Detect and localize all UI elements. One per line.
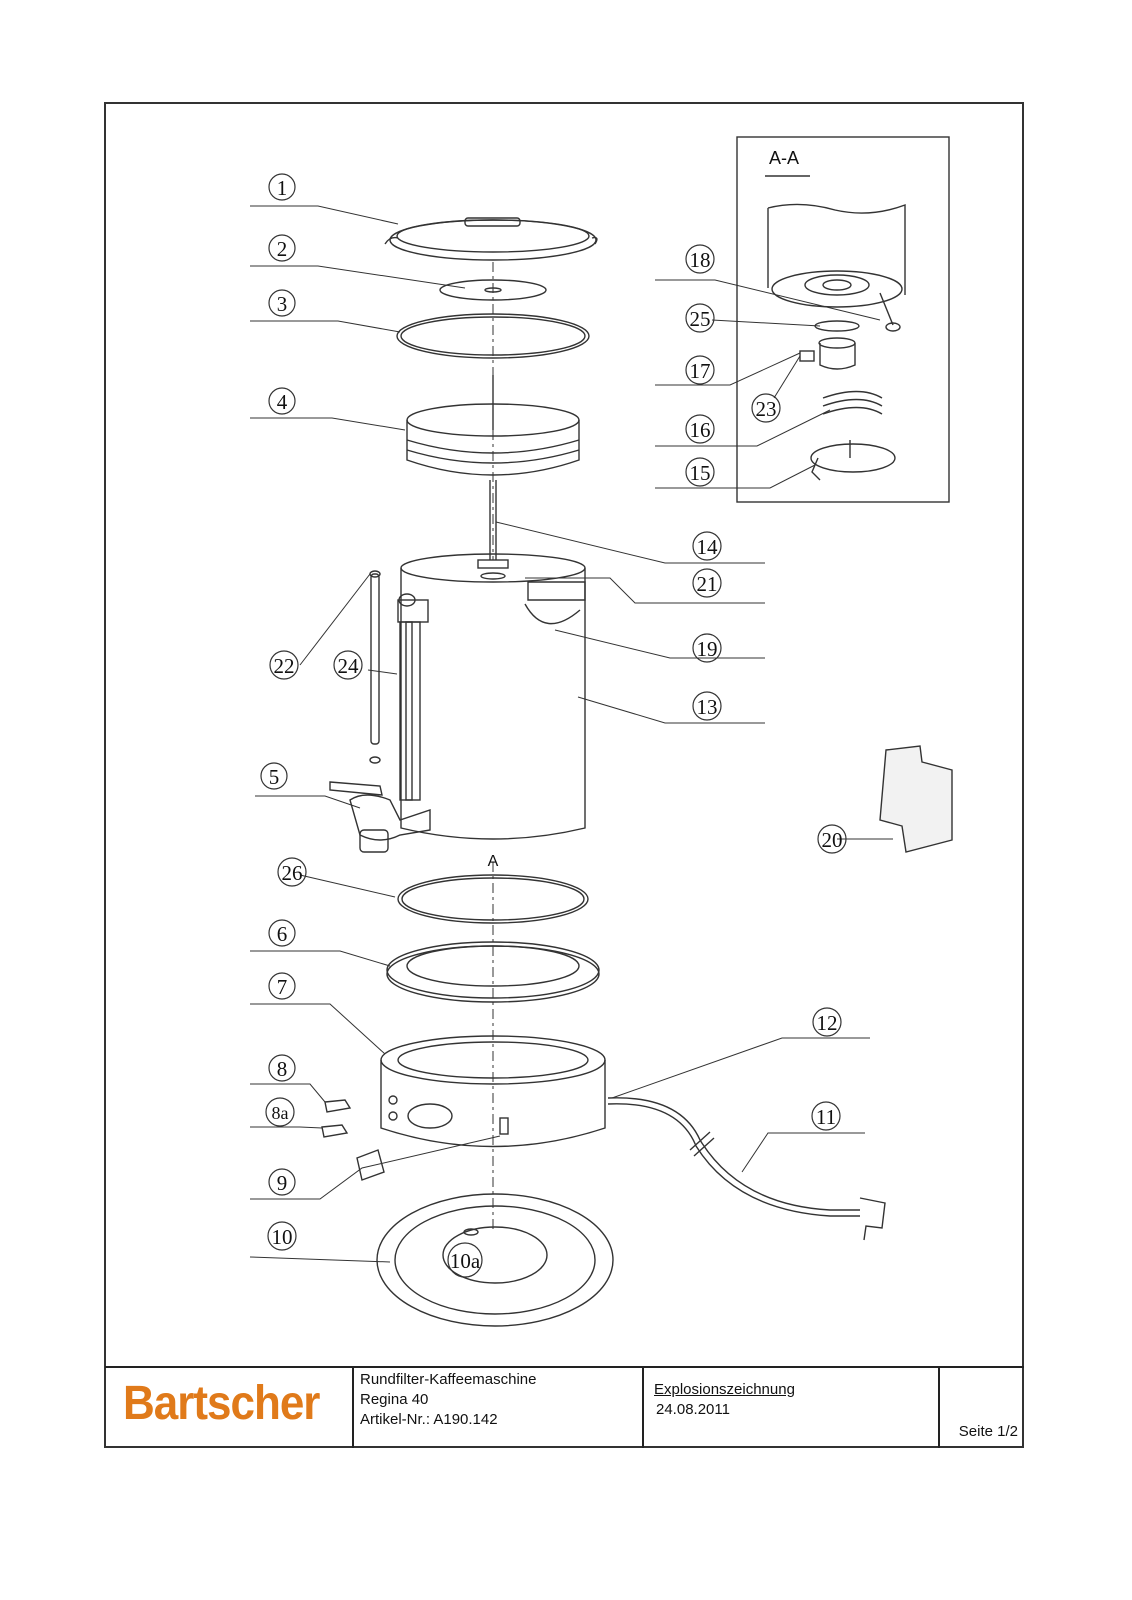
title-block-page-cell: Seite 1/2 — [940, 1366, 1024, 1448]
callout-16: 16 — [690, 418, 711, 442]
product-model: Regina 40 — [360, 1391, 429, 1408]
callout-17: 17 — [690, 359, 711, 383]
callout-12: 12 — [817, 1011, 838, 1035]
callout-15: 15 — [690, 461, 711, 485]
callout-19: 19 — [697, 637, 718, 661]
drawing-type: Explosionszeichnung — [654, 1381, 795, 1398]
section-heating-center — [822, 279, 852, 291]
callout-26: 26 — [282, 861, 303, 885]
article-number: Artikel-Nr.: A190.142 — [360, 1411, 498, 1428]
callout-14: 14 — [697, 535, 719, 559]
drawing-date: 24.08.2011 — [656, 1401, 730, 1418]
housing-window — [407, 1103, 453, 1129]
title-block-product-cell: Rundfilter-Kaffeemaschine Regina 40 Arti… — [354, 1366, 644, 1448]
callout-8: 8 — [277, 1057, 288, 1081]
title-block-divider — [105, 1366, 1024, 1368]
title-block: Bartscher Rundfilter-Kaffeemaschine Regi… — [105, 1366, 1024, 1448]
part-power-cable — [607, 1097, 860, 1211]
callout-1: 1 — [277, 176, 288, 200]
section-thermostat-23 — [799, 350, 815, 362]
callout-3: 3 — [277, 292, 288, 316]
title-block-drawing-cell: Explosionszeichnung 24.08.2011 — [644, 1366, 940, 1448]
callout-5: 5 — [269, 765, 280, 789]
leader-lines — [249, 205, 893, 1263]
callout-10: 10 — [272, 1225, 293, 1249]
part-tap — [349, 794, 431, 841]
lid-handle — [464, 217, 521, 227]
callout-25: 25 — [690, 307, 711, 331]
section-tank-wall — [767, 203, 906, 295]
callout-9: 9 — [277, 1171, 288, 1195]
part-plug — [859, 1197, 886, 1241]
callout-11: 11 — [816, 1105, 836, 1129]
callout-20: 20 — [822, 828, 843, 852]
part-lamp-8 — [324, 1099, 352, 1113]
callout-22: 22 — [274, 654, 295, 678]
part-spreader-19 — [524, 581, 586, 625]
section-view-box — [736, 136, 950, 503]
section-tank-bottom — [771, 270, 903, 308]
part-tank-ring — [386, 941, 600, 999]
section-tube-17 — [819, 343, 856, 370]
tap-lever — [329, 781, 383, 796]
product-name: Rundfilter-Kaffeemaschine — [360, 1371, 537, 1388]
callout-8a: 8a — [272, 1103, 289, 1123]
section-heating-coil-16 — [822, 390, 883, 415]
callout-18: 18 — [690, 248, 711, 272]
part-glass-tube-22 — [370, 573, 380, 745]
title-block-logo-cell: Bartscher — [105, 1366, 354, 1448]
part-lamp-8a — [321, 1124, 349, 1138]
part-switch-9 — [356, 1149, 385, 1181]
section-seal-25 — [814, 320, 860, 332]
callout-23: 23 — [756, 397, 777, 421]
callout-7: 7 — [277, 975, 288, 999]
part-sight-gauge — [399, 621, 421, 801]
part-heating-element-20 — [879, 745, 953, 853]
part-tube-holder-21 — [477, 559, 509, 569]
section-valve — [885, 322, 901, 332]
callout-2: 2 — [277, 237, 288, 261]
brand-logo: Bartscher — [123, 1376, 320, 1431]
brand-logo-text: Bartscher — [123, 1376, 320, 1430]
section-marker: A — [488, 853, 499, 870]
callout-10a: 10a — [450, 1249, 481, 1273]
section-pin — [879, 292, 894, 326]
callout-6: 6 — [277, 922, 288, 946]
callout-24: 24 — [338, 654, 360, 678]
part-bottom-seal — [397, 874, 589, 924]
part-base-plate — [376, 1193, 614, 1327]
callout-13: 13 — [697, 695, 718, 719]
section-heating-plate — [804, 274, 870, 296]
callout-4: 4 — [277, 390, 288, 414]
section-heating-ring-15 — [810, 443, 896, 473]
drawing-frame — [104, 102, 1024, 1448]
page-number: Seite 1/2 — [958, 1423, 1018, 1440]
callout-21: 21 — [697, 572, 718, 596]
section-view-title: A-A — [769, 148, 799, 168]
